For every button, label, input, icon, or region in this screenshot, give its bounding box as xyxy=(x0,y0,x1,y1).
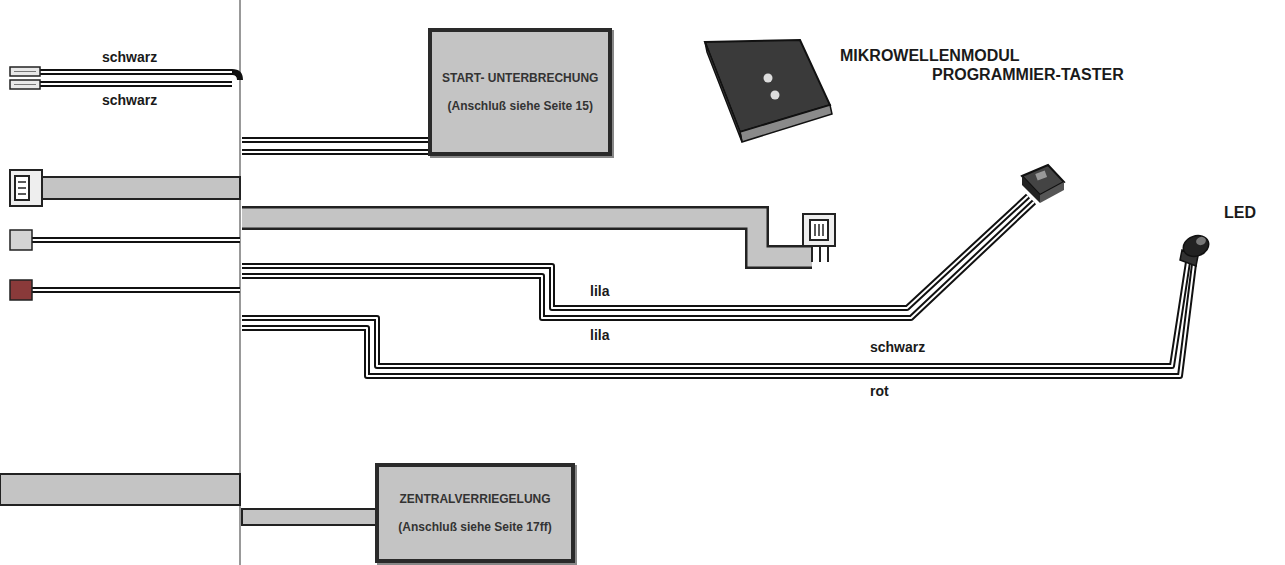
module-cable xyxy=(242,214,835,262)
wire-color: schwarz xyxy=(100,92,159,108)
box-note: (Anschluß siehe Seite 15) xyxy=(448,98,593,114)
start-interruption-box: START- UNTERBRECHUNG (Anschluß siehe Seit… xyxy=(428,28,612,156)
part-name: PROGRAMMIER-TASTER xyxy=(930,66,1126,84)
start-wires xyxy=(242,140,430,152)
black-wires-left xyxy=(10,67,240,89)
led-wires xyxy=(242,262,1194,376)
four-pin-connector-left xyxy=(10,170,240,206)
wire-color: lila xyxy=(588,283,611,299)
wire-color: rot xyxy=(868,383,891,399)
button-wires xyxy=(242,196,1034,318)
wire-color: schwarz xyxy=(868,339,927,355)
red-connector-left xyxy=(10,280,240,300)
microwave-module xyxy=(705,40,832,142)
part-name: LED xyxy=(1222,204,1258,222)
programming-button xyxy=(1022,165,1064,203)
box-note: (Anschluß siehe Seite 17ff) xyxy=(398,519,551,535)
central-locking-cables xyxy=(0,474,377,525)
part-name: MIKROWELLENMODUL xyxy=(838,47,1022,65)
wire-color: lila xyxy=(588,327,611,343)
central-locking-box: ZENTRALVERRIEGELUNG (Anschluß siehe Seite… xyxy=(375,463,575,563)
wire-color: schwarz xyxy=(100,49,159,65)
grey-connector-left xyxy=(10,230,240,250)
box-heading: START- UNTERBRECHUNG xyxy=(442,70,598,86)
led xyxy=(1180,232,1212,266)
box-heading: ZENTRALVERRIEGELUNG xyxy=(399,491,550,507)
